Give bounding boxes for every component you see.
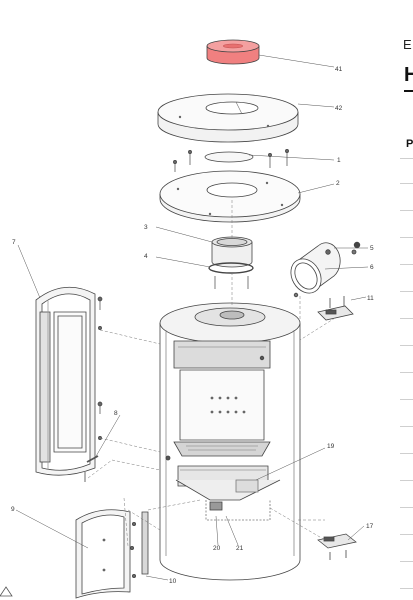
part-7-door[interactable]	[35, 286, 96, 476]
callout-6[interactable]: 6	[370, 264, 374, 271]
part-1-disc[interactable]	[204, 151, 254, 163]
callout-1[interactable]: 1	[337, 157, 341, 164]
table-rule	[400, 264, 413, 265]
table-rule	[400, 210, 413, 211]
plate-screws	[173, 149, 289, 172]
callout-10[interactable]: 10	[169, 578, 177, 585]
table-rule	[400, 291, 413, 292]
callout-42[interactable]: 42	[335, 105, 343, 112]
callout-20[interactable]: 20	[213, 545, 221, 552]
table-rule	[400, 426, 413, 427]
callout-11[interactable]: 11	[367, 295, 374, 302]
part-5-6-rear-spigot[interactable]	[285, 241, 361, 298]
edge-text-e: E	[403, 37, 412, 52]
callout-4[interactable]: 4	[144, 253, 148, 260]
edge-text-heading: H	[404, 64, 413, 86]
assembly-guides	[87, 200, 336, 547]
part-42-top-cover[interactable]	[157, 93, 299, 143]
heading-underline	[404, 90, 413, 92]
table-rule	[400, 480, 413, 481]
table-rule	[400, 399, 413, 400]
callout-3[interactable]: 3	[144, 224, 148, 231]
part-2-mounting-plate[interactable]	[159, 170, 301, 223]
callout-41[interactable]: 41	[335, 66, 343, 73]
callout-7[interactable]: 7	[12, 239, 16, 246]
stove-body[interactable]	[159, 302, 301, 581]
table-rule	[400, 372, 413, 373]
callout-2[interactable]: 2	[336, 180, 340, 187]
part-41-top-ring[interactable]	[206, 39, 260, 65]
corner-warning-icon	[0, 586, 13, 597]
table-rule	[400, 345, 413, 346]
table-rule	[400, 507, 413, 508]
table-rule	[400, 318, 413, 319]
table-rule	[400, 237, 413, 238]
table-rule	[400, 158, 413, 159]
table-rule	[400, 534, 413, 535]
part-19-ash-pan[interactable]	[235, 479, 259, 493]
table-rule	[400, 183, 413, 184]
collar-studs	[214, 276, 249, 289]
part-11-bracket[interactable]	[317, 296, 354, 321]
part-8-handle-spring[interactable]	[84, 455, 99, 482]
callout-5[interactable]: 5	[370, 245, 374, 252]
edge-text-p: P	[406, 138, 413, 150]
table-rule	[400, 561, 413, 562]
part-17-bracket[interactable]	[317, 533, 357, 560]
part-10-lower-bracket[interactable]	[129, 511, 149, 579]
callout-21[interactable]: 21	[236, 545, 244, 552]
door-hinge-screws	[97, 296, 103, 440]
part-4-gasket[interactable]	[208, 262, 254, 274]
callout-9[interactable]: 9	[11, 506, 15, 513]
callout-17[interactable]: 17	[366, 523, 374, 530]
callout-8[interactable]: 8	[114, 410, 118, 417]
callout-19[interactable]: 19	[327, 443, 335, 450]
leader-lines	[15, 54, 369, 581]
callout-labels: 41 42 1 2 3 4 5 6 7 8 9 10 11 17 19 20 2…	[11, 66, 374, 585]
table-rule	[400, 588, 413, 589]
part-9-rear-panel[interactable]	[75, 509, 131, 599]
table-rule	[400, 453, 413, 454]
